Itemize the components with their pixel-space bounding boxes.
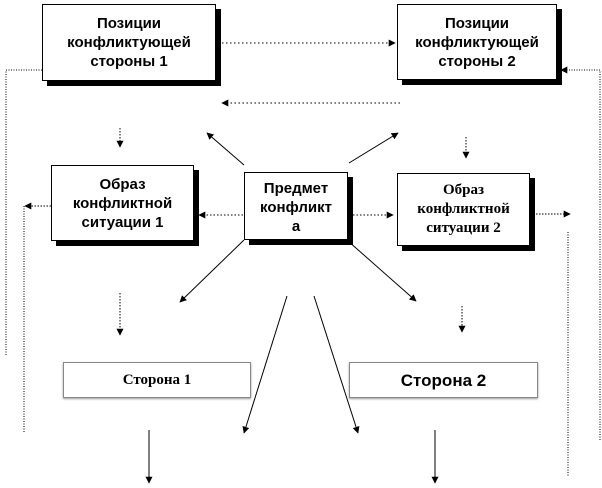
box-line: конфликт bbox=[260, 199, 332, 216]
box-positions-side-1: Позиции конфликтующей стороны 1 bbox=[42, 4, 216, 81]
box-image-situation-1: Образ конфликтной ситуации 1 bbox=[51, 165, 194, 241]
connector-left-feedback bbox=[5, 66, 54, 355]
box-line: Предмет bbox=[263, 180, 329, 197]
box-label: Сторона 2 bbox=[400, 370, 487, 390]
box-line: Образ bbox=[442, 182, 485, 198]
box-line: ситуации 2 bbox=[426, 220, 501, 236]
box-line: конфликтующей bbox=[67, 34, 191, 51]
box-subject-of-conflict: Предмет конфликт а bbox=[244, 172, 348, 240]
box-label: Сторона 1 bbox=[122, 371, 192, 388]
arrow-subject-upright bbox=[348, 132, 399, 164]
arrow-subject-downright bbox=[347, 240, 417, 302]
box-line: а bbox=[291, 218, 301, 235]
box-line: Позиции bbox=[96, 15, 162, 32]
box-line: конфликтной bbox=[417, 201, 510, 217]
box-line: стороны 2 bbox=[438, 52, 516, 70]
arrow-subject-upleft bbox=[206, 132, 245, 166]
box-side-1: Сторона 1 bbox=[63, 362, 251, 398]
box-positions-side-2: Позиции конфликтующей стороны 2 bbox=[397, 4, 557, 80]
box-line: Позиции bbox=[444, 14, 510, 32]
connector-right-feedback bbox=[560, 66, 601, 440]
box-line: Образ bbox=[99, 175, 146, 193]
box-image-situation-2: Образ конфликтной ситуации 2 bbox=[397, 173, 530, 246]
box-line: конфликтной bbox=[72, 194, 173, 212]
arrow-center-down-left bbox=[242, 295, 288, 434]
box-line: конфликтующей bbox=[415, 33, 539, 51]
arrow-center-down-right bbox=[313, 295, 360, 434]
box-side-2: Сторона 2 bbox=[349, 362, 538, 398]
arrow-subject-downleft bbox=[179, 239, 245, 303]
box-line: ситуации 1 bbox=[81, 213, 164, 231]
box-line: стороны 1 bbox=[90, 53, 168, 70]
